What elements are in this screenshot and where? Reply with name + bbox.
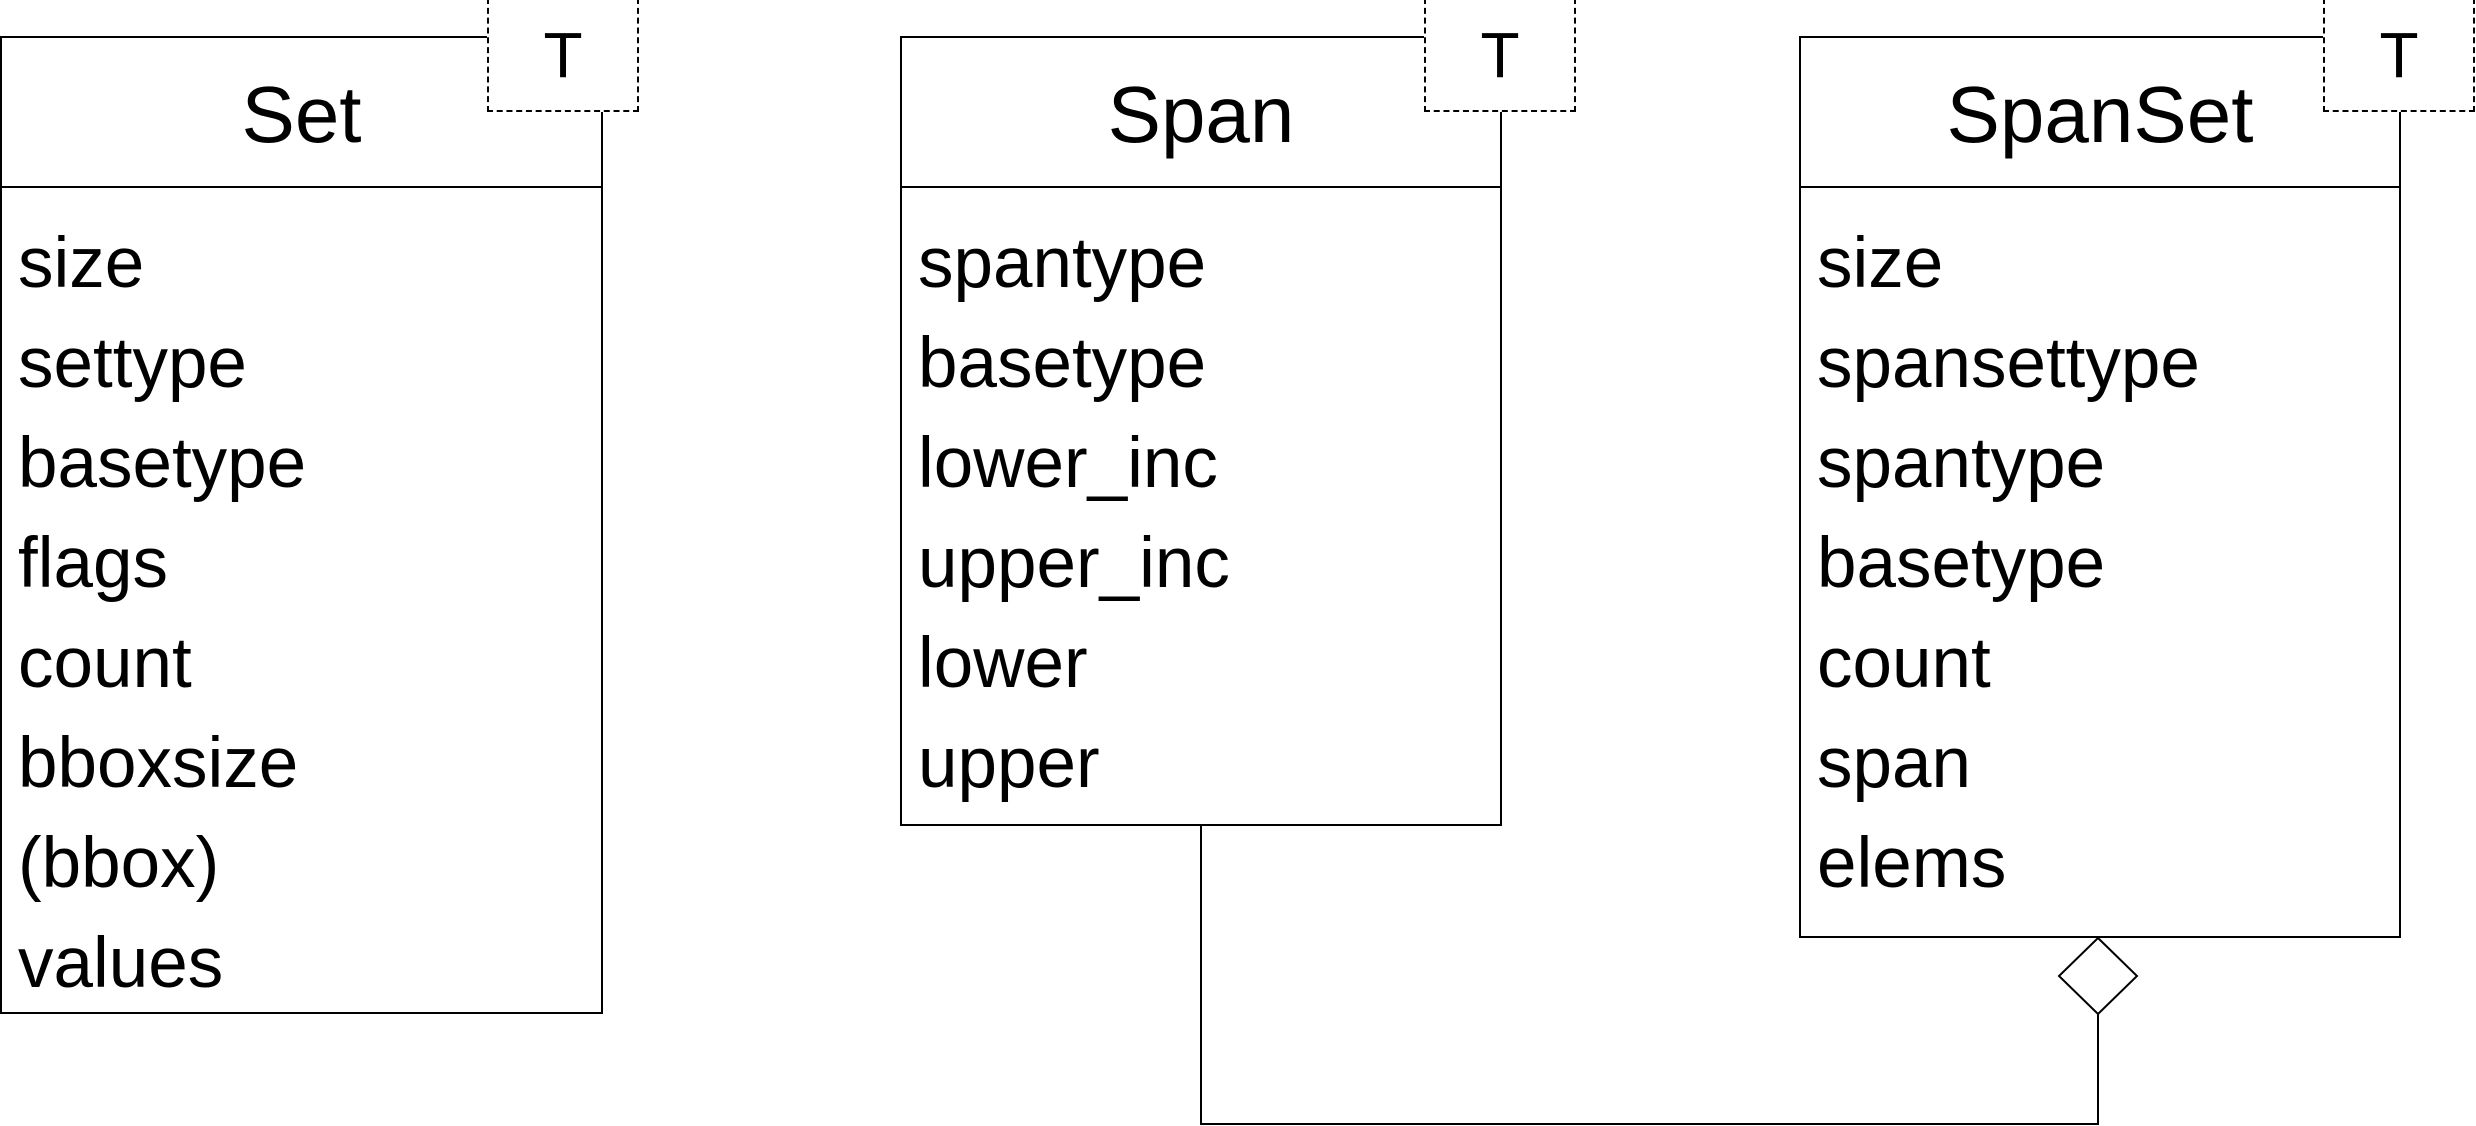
attribute: flags <box>18 524 168 603</box>
class-attributes-spanset: size spansettype spantype basetype count… <box>1801 188 2399 914</box>
attribute: (bbox) <box>18 824 220 903</box>
class-name-spanset: SpanSet <box>1801 38 2399 188</box>
attribute: count <box>1817 624 1991 703</box>
attribute: size <box>18 224 145 303</box>
class-box-span: Span spantype basetype lower_inc upper_i… <box>900 36 1502 826</box>
attribute: basetype <box>1817 524 2106 603</box>
attribute: span <box>1817 724 1971 803</box>
attribute: basetype <box>18 424 307 503</box>
attribute: bboxsize <box>18 724 299 803</box>
class-box-set: Set size settype basetype flags count bb… <box>0 36 603 1014</box>
attribute: upper <box>918 724 1100 803</box>
attribute: lower_inc <box>918 424 1218 503</box>
attribute: size <box>1817 224 1944 303</box>
template-param-spanset: T <box>2323 0 2475 112</box>
attribute: elems <box>1817 824 2007 903</box>
attribute: values <box>18 924 224 1003</box>
class-name-span: Span <box>902 38 1500 188</box>
aggregation-diamond-icon <box>2057 936 2139 1016</box>
attribute: lower <box>918 624 1088 703</box>
attribute: upper_inc <box>918 524 1230 603</box>
attribute: count <box>18 624 192 703</box>
aggregation-line <box>1200 826 2099 1125</box>
class-attributes-span: spantype basetype lower_inc upper_inc lo… <box>902 188 1500 814</box>
attribute: spantype <box>1817 424 2106 503</box>
attribute: settype <box>18 324 247 403</box>
attribute: spansettype <box>1817 324 2200 403</box>
attribute: basetype <box>918 324 1207 403</box>
class-name-set: Set <box>2 38 601 188</box>
template-param-span: T <box>1424 0 1576 112</box>
class-box-spanset: SpanSet size spansettype spantype basety… <box>1799 36 2401 938</box>
template-param-set: T <box>487 0 639 112</box>
class-attributes-set: size settype basetype flags count bboxsi… <box>2 188 601 1014</box>
attribute: spantype <box>918 224 1207 303</box>
